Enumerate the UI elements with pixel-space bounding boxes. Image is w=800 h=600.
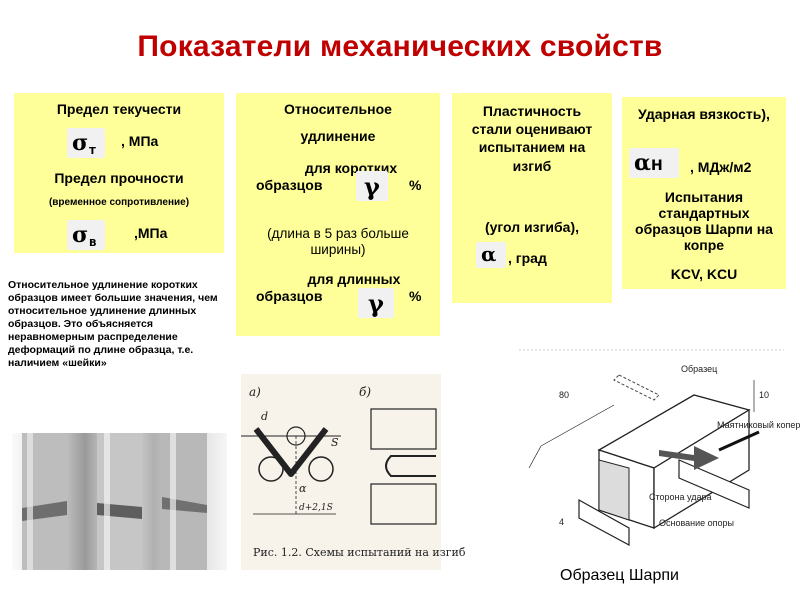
- label-support: Основание опоры: [659, 518, 734, 528]
- label-specimen: Образец: [681, 364, 717, 374]
- bend-test-diagram: а) б) d S α d+2,1S Рис. 1.2. Схемы испыт…: [241, 374, 466, 570]
- short-label-1: для коротких: [304, 160, 398, 176]
- label-s: S: [331, 436, 339, 449]
- page-title: Показатели механических свойств: [137, 30, 663, 63]
- delta-long-symbol: γ: [358, 288, 394, 318]
- short-label-2: образцов: [256, 177, 323, 193]
- yield-strength-heading: Предел текучести: [56, 101, 182, 117]
- svg-text:σ: σ: [72, 222, 88, 248]
- long-label-2: образцов: [256, 288, 323, 304]
- svg-text:γ: γ: [364, 172, 380, 201]
- label-pendulum: Маятниковый копер: [717, 420, 800, 430]
- long-label-1: для длинных: [307, 271, 401, 287]
- tensile-unit: ,МПа: [134, 225, 168, 241]
- label-b: б): [359, 385, 371, 399]
- charpy-codes: KCV, KCU: [670, 266, 738, 282]
- label-d: d: [261, 410, 268, 423]
- yield-unit: , МПа: [121, 133, 159, 149]
- impact-heading: Ударная вязкость),: [638, 106, 770, 122]
- alpha-symbol: α: [476, 242, 506, 268]
- sigma-b-sub: В: [89, 238, 97, 249]
- charpy-dim-80: 80: [559, 390, 569, 400]
- length-note: (длина в 5 раз больше ширины): [267, 226, 409, 257]
- charpy-test-text: Испытания стандартных образцов Шарпи на …: [635, 189, 773, 254]
- sigma-t-sub: Т: [89, 146, 96, 157]
- percent-long: %: [409, 288, 422, 304]
- svg-text:γ: γ: [368, 289, 384, 318]
- bend-angle-label: (угол изгиба),: [484, 219, 580, 235]
- charpy-dim-4: 4: [559, 517, 564, 527]
- label-strike: Сторона удара: [649, 492, 711, 502]
- svg-text:α: α: [481, 242, 496, 266]
- tensile-strength-heading: Предел прочности: [54, 170, 184, 186]
- percent-short: %: [409, 177, 422, 193]
- plasticity-text: Пластичность стали оценивают испытанием …: [471, 103, 593, 174]
- bend-figure-caption: Рис. 1.2. Схемы испытаний на изгиб: [253, 546, 466, 559]
- plasticity-box: Пластичность стали оценивают испытанием …: [452, 93, 612, 303]
- charpy-specimen-diagram: 80 10 4 Образец Маятниковый копер Сторон…: [519, 349, 800, 566]
- elongation-note: Относительное удлинение коротких образцо…: [8, 279, 218, 370]
- impact-unit: , МДж/м2: [690, 159, 752, 175]
- elongation-box: Относительное удлинение для коротких обр…: [236, 93, 440, 336]
- alpha-h-sub: Н: [651, 158, 663, 174]
- charpy-caption: Образец Шарпи: [560, 567, 679, 584]
- delta-short-symbol: γ: [356, 171, 388, 201]
- label-alpha: α: [299, 482, 307, 495]
- label-a: а): [249, 385, 261, 399]
- elongation-line2: удлинение: [300, 128, 376, 144]
- elongation-line1: Относительное: [284, 101, 392, 117]
- label-dim: d+2,1S: [299, 503, 333, 513]
- svg-text:α: α: [634, 150, 651, 176]
- tensile-subnote: (временное сопротивление): [48, 197, 190, 208]
- bend-angle-unit: , град: [508, 250, 547, 266]
- tensile-specimens-photo: [12, 433, 227, 570]
- charpy-dim-10: 10: [759, 390, 769, 400]
- svg-text:σ: σ: [72, 130, 88, 156]
